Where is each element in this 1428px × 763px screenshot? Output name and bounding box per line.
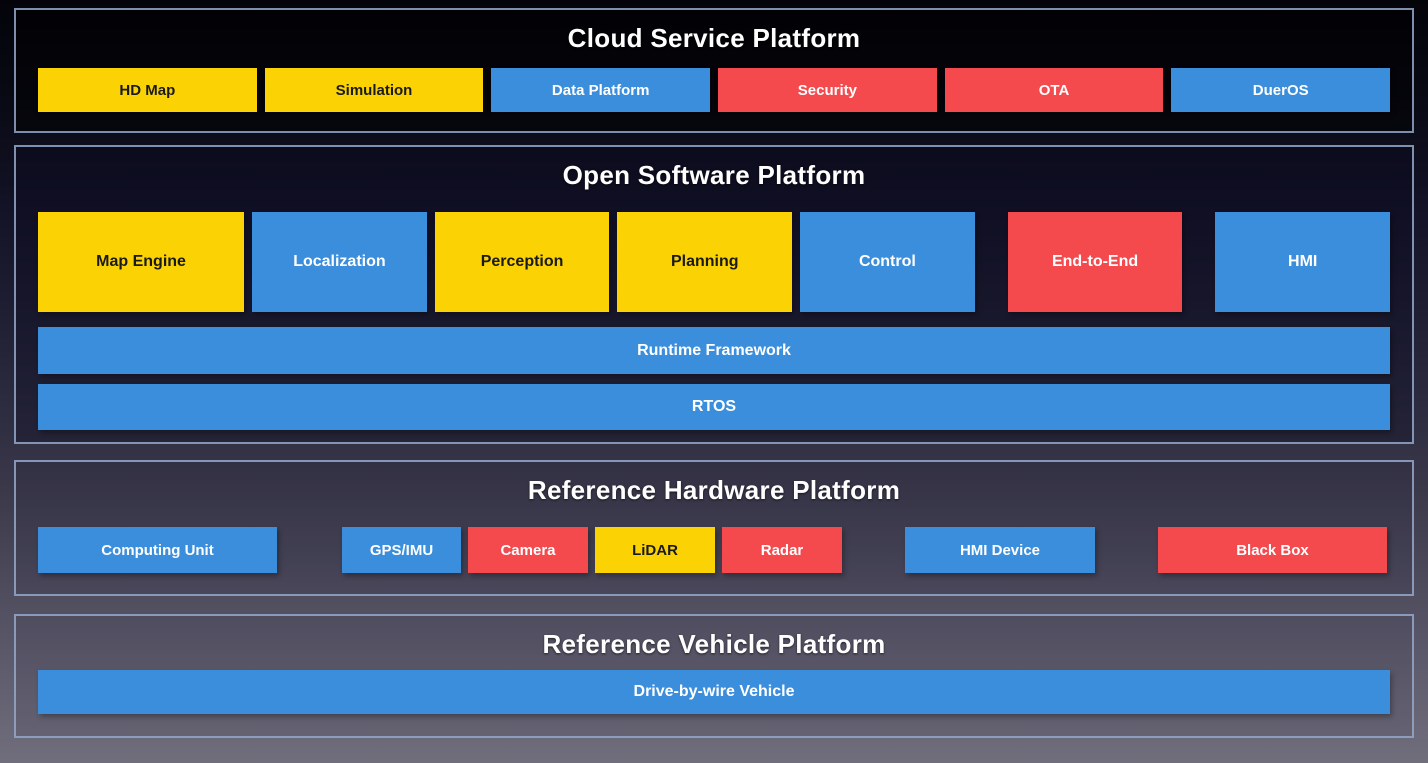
block-data-platform: Data Platform bbox=[491, 68, 711, 112]
block-ota: OTA bbox=[944, 68, 1164, 112]
block-dueros: DuerOS bbox=[1171, 68, 1391, 112]
block-drive-by-wire-vehicle: Drive-by-wire Vehicle bbox=[38, 670, 1390, 714]
panel-reference-vehicle-platform: Reference Vehicle Platform Drive-by-wire… bbox=[14, 614, 1414, 738]
block-computing-unit: Computing Unit bbox=[38, 527, 277, 573]
panel-reference-hardware-platform: Reference Hardware Platform Computing Un… bbox=[14, 460, 1414, 596]
hardware-boxes-row: Computing Unit GPS/IMU Camera LiDAR Rada… bbox=[38, 527, 1390, 573]
block-hmi: HMI bbox=[1215, 212, 1391, 312]
vehicle-platform-title: Reference Vehicle Platform bbox=[542, 629, 886, 659]
block-gps-imu: GPS/IMU bbox=[342, 527, 461, 573]
block-lidar: LiDAR bbox=[595, 527, 715, 573]
block-camera: Camera bbox=[468, 527, 588, 573]
block-localization: Localization bbox=[252, 212, 427, 312]
panel-cloud-service-platform: Cloud Service Platform HD Map Simulation… bbox=[14, 8, 1414, 133]
block-black-box: Black Box bbox=[1158, 527, 1387, 573]
block-planning: Planning bbox=[617, 212, 793, 312]
cloud-boxes-row: HD Map Simulation Data Platform Security… bbox=[38, 68, 1391, 112]
block-hmi-device: HMI Device bbox=[905, 527, 1095, 573]
block-radar: Radar bbox=[722, 527, 842, 573]
block-simulation: Simulation bbox=[264, 68, 484, 112]
block-end-to-end: End-to-End bbox=[1007, 212, 1183, 312]
software-platform-title: Open Software Platform bbox=[562, 160, 866, 190]
cloud-platform-title: Cloud Service Platform bbox=[567, 23, 861, 53]
block-rtos: RTOS bbox=[38, 384, 1390, 430]
hardware-platform-title: Reference Hardware Platform bbox=[527, 475, 901, 505]
block-map-engine: Map Engine bbox=[38, 212, 245, 312]
block-security: Security bbox=[718, 68, 937, 112]
block-hd-map: HD Map bbox=[38, 68, 257, 112]
panel-open-software-platform: Open Software Platform Map Engine Locali… bbox=[14, 145, 1414, 444]
block-perception: Perception bbox=[434, 212, 610, 312]
software-boxes-row: Map Engine Localization Perception Plann… bbox=[38, 212, 1391, 312]
block-runtime-framework: Runtime Framework bbox=[38, 327, 1390, 374]
block-control: Control bbox=[800, 212, 975, 312]
